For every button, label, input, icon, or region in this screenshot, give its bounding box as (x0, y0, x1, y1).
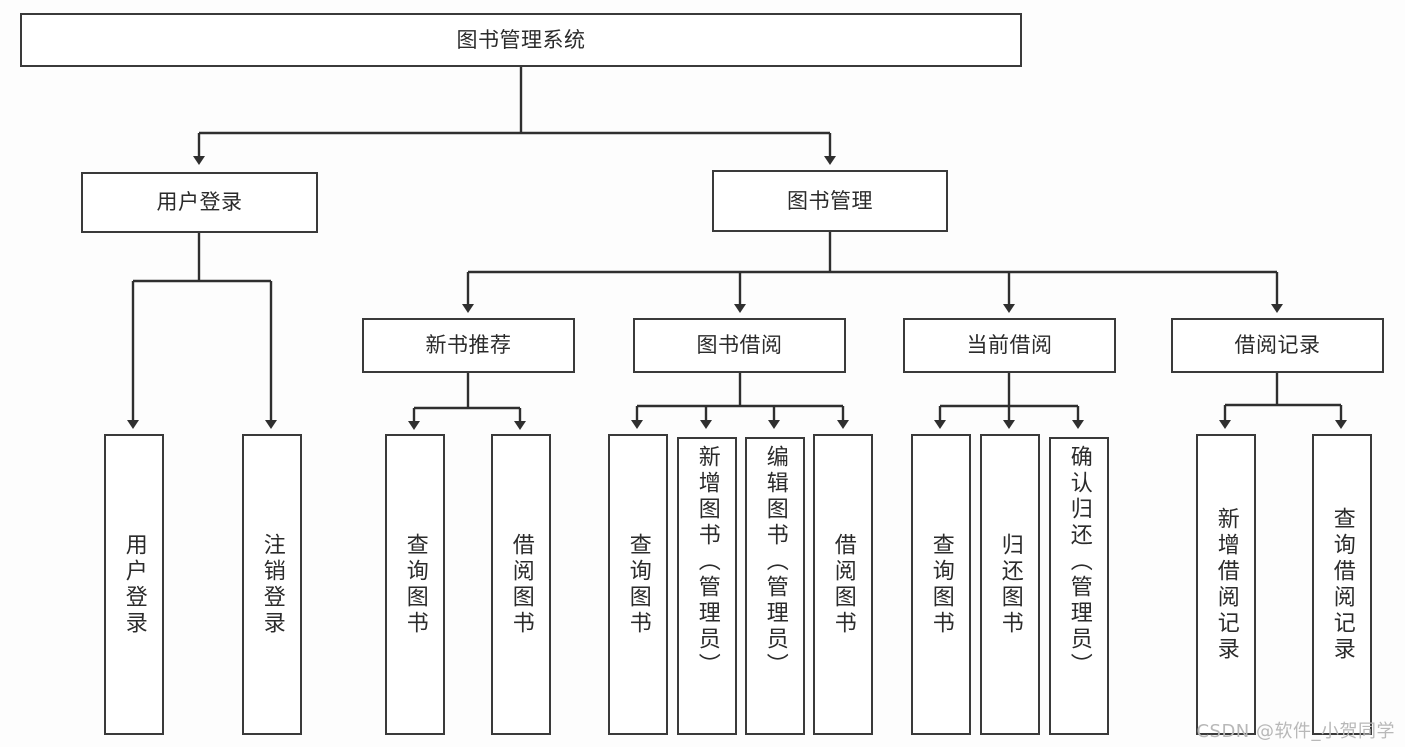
node-label-leaf-confirm-return-admin: 确认归还（管理员） (1066, 445, 1092, 679)
node-leaf-user-login[interactable]: 用户登录 (104, 434, 164, 735)
node-label-book-management: 图书管理 (787, 188, 873, 213)
node-root-system[interactable]: 图书管理系统 (20, 13, 1022, 67)
node-leaf-borrow-book[interactable]: 借阅图书 (813, 434, 873, 735)
node-leaf-add-book-admin[interactable]: 新增图书（管理员） (677, 437, 737, 735)
node-label-current-borrow: 当前借阅 (966, 333, 1053, 358)
node-label-leaf-borrow-book: 借阅图书 (830, 532, 856, 637)
node-label-user-login: 用户登录 (156, 190, 243, 215)
node-leaf-query-book-borrow[interactable]: 查询图书 (608, 434, 668, 735)
node-label-leaf-edit-book-admin: 编辑图书（管理员） (762, 445, 788, 679)
node-borrow-records[interactable]: 借阅记录 (1171, 318, 1384, 373)
node-label-root: 图书管理系统 (456, 27, 586, 52)
node-label-book-borrow: 图书借阅 (696, 333, 783, 358)
node-label-leaf-query-borrow-record: 查询借阅记录 (1329, 506, 1355, 663)
watermark-text: CSDN @软件_小贺同学 (1196, 721, 1395, 742)
node-leaf-return-book[interactable]: 归还图书 (980, 434, 1040, 735)
node-label-leaf-query-book-current: 查询图书 (928, 532, 954, 637)
node-label-leaf-query-book-recommend: 查询图书 (402, 532, 428, 637)
node-book-borrow[interactable]: 图书借阅 (633, 318, 846, 373)
node-label-leaf-add-book-admin: 新增图书（管理员） (694, 445, 720, 679)
node-label-leaf-user-login: 用户登录 (121, 532, 147, 637)
node-label-leaf-borrow-book-recommend: 借阅图书 (508, 532, 534, 637)
node-leaf-query-book-current[interactable]: 查询图书 (911, 434, 971, 735)
node-label-leaf-return-book: 归还图书 (997, 532, 1023, 637)
node-label-new-book-recommend: 新书推荐 (425, 333, 512, 358)
node-leaf-add-borrow-record[interactable]: 新增借阅记录 (1196, 434, 1256, 735)
node-label-leaf-logout: 注销登录 (259, 532, 285, 637)
node-book-management[interactable]: 图书管理 (712, 170, 948, 232)
node-label-leaf-query-book-borrow: 查询图书 (625, 532, 651, 637)
node-leaf-borrow-book-recommend[interactable]: 借阅图书 (491, 434, 551, 735)
node-current-borrow[interactable]: 当前借阅 (903, 318, 1116, 373)
node-leaf-confirm-return-admin[interactable]: 确认归还（管理员） (1049, 437, 1109, 735)
node-user-login[interactable]: 用户登录 (81, 172, 318, 233)
node-leaf-query-borrow-record[interactable]: 查询借阅记录 (1312, 434, 1372, 735)
node-label-borrow-records: 借阅记录 (1234, 333, 1321, 358)
node-leaf-logout[interactable]: 注销登录 (242, 434, 302, 735)
node-label-leaf-add-borrow-record: 新增借阅记录 (1213, 506, 1239, 663)
node-leaf-query-book-recommend[interactable]: 查询图书 (385, 434, 445, 735)
node-new-book-recommend[interactable]: 新书推荐 (362, 318, 575, 373)
node-leaf-edit-book-admin[interactable]: 编辑图书（管理员） (745, 437, 805, 735)
